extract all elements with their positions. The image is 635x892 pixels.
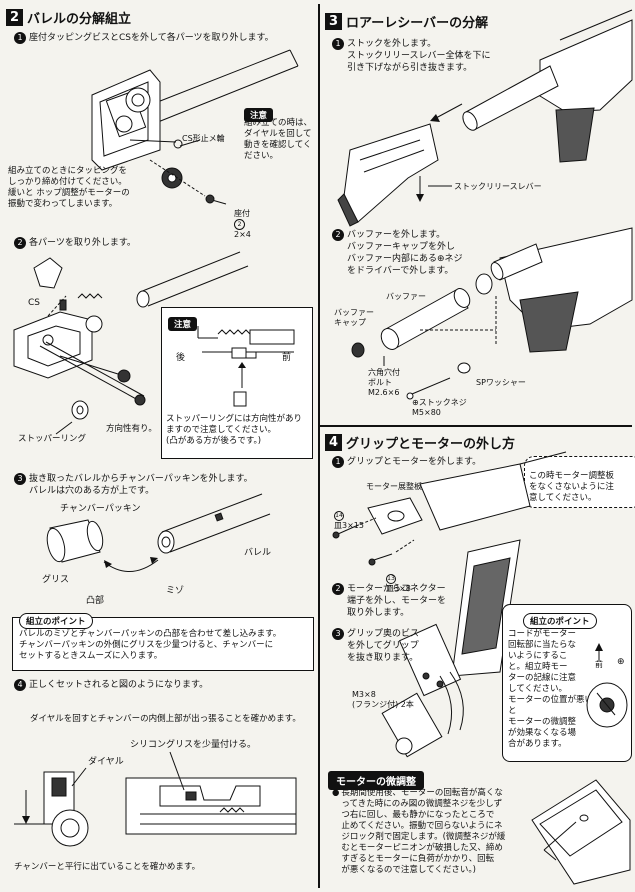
- parallel-note: チャンバーと平行に出ていることを確かめます。: [14, 862, 201, 872]
- step-number: 3: [14, 473, 26, 485]
- caution-1: 注意: [244, 103, 274, 122]
- motor-position-diagram: [586, 643, 628, 728]
- step-text: 座付タッピングビスとCSを外して各パーツを取り外します。: [29, 33, 274, 43]
- screw-size: 2×4: [234, 230, 251, 239]
- s3-step-1: 1 ストックを外します。 ストックリリースレバー全体を下に 引き下げながら引き抜…: [332, 38, 512, 74]
- motor-adjust-header: モーターの微調整: [328, 770, 424, 790]
- balloon-text: この時モーター調整板 をなくさないように注 意してください。: [529, 471, 615, 503]
- assembly-point-box: 組立のポイント バレルのミゾとチャンバーパッキンの凸部を合わせて差し込みます。 …: [12, 613, 314, 671]
- vertical-divider: [318, 4, 320, 888]
- dial-label: ダイヤル: [88, 757, 124, 767]
- convex-label: 凸部: [86, 596, 105, 606]
- cs-label: CS: [28, 298, 40, 308]
- front-label: 前: [282, 353, 292, 363]
- screw-type-icon: 2: [234, 219, 245, 230]
- stopper-diagram: [197, 326, 295, 407]
- point-label: 組立のポイント: [523, 613, 597, 629]
- step-number: 4: [14, 679, 26, 691]
- screw-a-size: 皿3×15: [334, 521, 364, 530]
- s2-step-4: 4 正しくセットされると図のようになります。: [14, 679, 314, 691]
- point-text: バレルのミゾとチャンバーパッキンの凸部を合わせて差し込みます。 チャンバーパッキ…: [19, 629, 282, 661]
- caution-1-text: 組み立ての時は、 ダイヤルを回して 動きを確認してく ださい。: [244, 118, 313, 161]
- motor-adjust-title: モーターの微調整: [328, 771, 424, 790]
- silicone-label: シリコングリスを少量付ける。: [130, 740, 257, 750]
- step-text: 抜き取ったバレルからチャンバーパッキンを外します。 バレルは穴のある方が上です。: [29, 474, 253, 496]
- section-number: 3: [325, 13, 342, 30]
- section-title: ロアーレシーバーの分解: [346, 16, 489, 31]
- step-number: 3: [332, 628, 344, 640]
- plus-label: ⊕: [617, 657, 625, 667]
- point-label: 組立のポイント: [19, 613, 93, 629]
- section-number: 2: [6, 9, 23, 26]
- stopper-ring-label: ストッパーリング: [18, 434, 87, 444]
- step-text: グリップ奥のビス を外してグリップ を抜き取ります。: [347, 629, 420, 663]
- bullet-icon: ●: [332, 788, 340, 798]
- s3-step-2: 2 バッファーを外します。 バッファーキャップを外し バッファー内部にある⊕ネジ…: [332, 229, 512, 277]
- motor-adjust-body: 長期間使用後、モーターの回転音が高くな ってきた時にのみ図の微調整ネジを少しず …: [341, 788, 506, 875]
- step-text: モーターからコネクター 端子を外し、モーターを 取り外します。: [347, 584, 447, 618]
- step-number: 1: [332, 456, 344, 468]
- stock-screw-label: ⊕ストックネジ M5×80: [412, 398, 467, 417]
- s4-step-2: 2 モーターからコネクター 端子を外し、モーターを 取り外します。: [332, 583, 452, 619]
- stock-lever-label: ストックリリースレバー: [454, 182, 542, 191]
- section-number: 4: [325, 434, 342, 451]
- s2-step-3: 3 抜き取ったバレルからチャンバーパッキンを外します。 バレルは穴のある方が上で…: [14, 473, 314, 497]
- step-text: 正しくセットされると図のようになります。: [29, 680, 209, 690]
- section-title: グリップとモーターの外し方: [346, 437, 516, 452]
- assembly-tapping-note: 組み立てのときにタッピングを しっかり締め付けてください。 緩いと ホップ調整が…: [8, 166, 130, 209]
- screw-label-text: 座付: [234, 209, 250, 218]
- direction-label: 方向性有り。: [106, 424, 157, 434]
- buffer-cap-label: バッファー キャップ: [334, 308, 374, 327]
- chamber-packing-label: チャンバーパッキン: [60, 504, 141, 514]
- screw-a-label: 14 皿3×15: [334, 500, 364, 531]
- step-text: 各パーツを取り外します。: [29, 238, 136, 248]
- motor-adjust-text: ● 長期間使用後、モーターの回転音が高くな ってきた時にのみ図の微調整ネジを少し…: [332, 788, 528, 876]
- step-number: 2: [332, 583, 344, 595]
- caution-label: 注意: [244, 108, 274, 122]
- screw-type-icon: 14: [334, 511, 344, 521]
- s4-step-1: 1 グリップとモーターを外します。: [332, 456, 522, 468]
- motor-plate-balloon: この時モーター調整板 をなくさないように注 意してください。: [524, 456, 635, 508]
- section-4-header: 4 グリップとモーターの外し方: [325, 433, 515, 452]
- step-number: 2: [14, 237, 26, 249]
- dial-check-text: ダイヤルを回すとチャンバーの内側上部が出っ張ることを確かめます。: [30, 714, 301, 724]
- s2-step-2: 2 各パーツを取り外します。: [14, 237, 314, 249]
- grip-point-box: 組立のポイント コードがモーター 回転部に当たらな いようにするこ と。組立時モ…: [502, 604, 632, 762]
- cs-ring-label: CS形止メ輪: [182, 134, 225, 143]
- front-label: 前: [595, 660, 603, 669]
- buffer-label: バッファー: [386, 292, 426, 301]
- step-text: グリップとモーターを外します。: [347, 457, 482, 467]
- motor-plate-label: モーター展整板: [366, 482, 422, 491]
- screw-b-label: 13 皿3×8: [386, 563, 411, 594]
- screw-label: 座付 2 2×4: [234, 199, 251, 240]
- section-2-header: 2 バレルの分解組立: [6, 8, 131, 27]
- rear-label: 後: [176, 353, 186, 363]
- step-number: 1: [14, 32, 26, 44]
- grease-label: グリス: [42, 575, 70, 585]
- sp-washer-label: SPワッシャー: [476, 378, 526, 387]
- step-text: バッファーを外します。 バッファーキャップを外し バッファー内部にある⊕ネジ を…: [347, 230, 463, 276]
- step-number: 2: [332, 229, 344, 241]
- screw-b-size: 皿3×8: [386, 584, 411, 593]
- step-number: 1: [332, 38, 344, 50]
- caution-label: 注意: [168, 317, 198, 331]
- section-title: バレルの分解組立: [27, 12, 132, 27]
- s2-step-1: 1 座付タッピングビスとCSを外して各パーツを取り外します。: [14, 32, 314, 44]
- stopper-note: ストッパーリングには方向性があり ますので注意してください。 (凸がある方が後ろ…: [166, 414, 303, 446]
- point-text: コードがモーター 回転部に当たらな いようにするこ と。組立時モー ターの記線に…: [508, 629, 594, 749]
- hex-bolt-label: 六角穴付 ボルト M2.6×6: [368, 368, 400, 397]
- section-3-header: 3 ロアーレシーバーの分解: [325, 12, 488, 31]
- groove-label: ミゾ: [166, 586, 185, 596]
- step-text: ストックを外します。 ストックリリースレバー全体を下に 引き下げながら引き抜きま…: [347, 39, 491, 73]
- s4-step-3: 3 グリップ奥のビス を外してグリップ を抜き取ります。: [332, 628, 452, 664]
- horizontal-divider-s3-s4: [320, 425, 632, 427]
- caution-2-box: 注意 後 前 ストッパーリングには方向性があり ますので注意してください。 (凸…: [161, 307, 313, 459]
- m3-label: M3×8 (フランジ付) 2本: [352, 690, 414, 709]
- barrel-label: バレル: [244, 548, 272, 558]
